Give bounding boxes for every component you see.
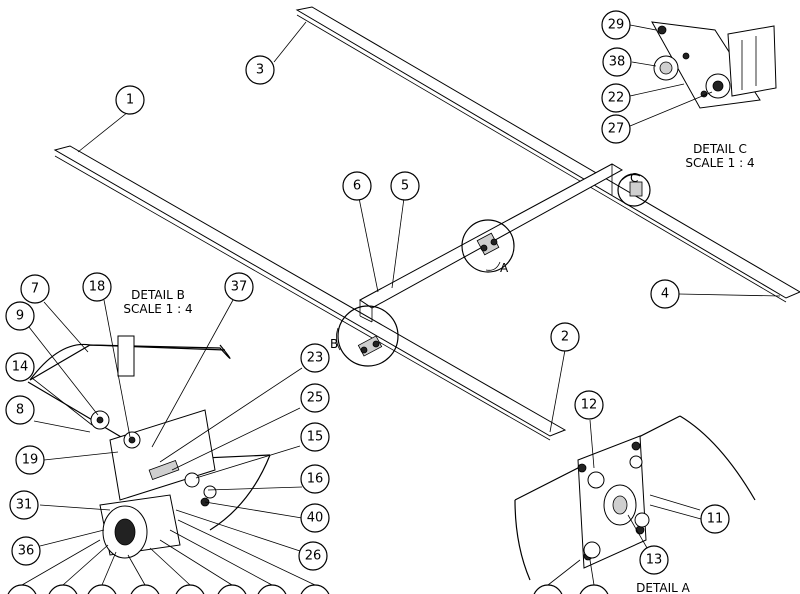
svg-text:9: 9 bbox=[16, 309, 24, 324]
cut-off-balloons bbox=[7, 584, 609, 594]
svg-text:14: 14 bbox=[12, 360, 29, 375]
balloon-38: 38 bbox=[602, 47, 632, 77]
balloon-18: 18 bbox=[82, 272, 112, 302]
svg-text:11: 11 bbox=[707, 512, 724, 527]
balloon-23: 23 bbox=[300, 343, 330, 373]
svg-text:12: 12 bbox=[581, 398, 598, 413]
detail-c-title: DETAIL C bbox=[693, 142, 747, 156]
svg-text:29: 29 bbox=[608, 18, 625, 33]
detail-c-view bbox=[651, 21, 777, 109]
svg-text:3: 3 bbox=[256, 63, 264, 78]
svg-text:18: 18 bbox=[89, 280, 106, 295]
svg-text:15: 15 bbox=[307, 430, 324, 445]
balloon-12: 12 bbox=[574, 390, 604, 420]
svg-text:7: 7 bbox=[31, 282, 39, 297]
balloon-4: 4 bbox=[650, 279, 680, 309]
balloon-26: 26 bbox=[298, 541, 328, 571]
svg-text:2: 2 bbox=[561, 330, 569, 345]
balloon-2: 2 bbox=[550, 322, 580, 352]
detail-b-title: DETAIL B bbox=[131, 288, 185, 302]
balloon-1: 1 bbox=[115, 85, 145, 115]
view-letter-a: A bbox=[500, 261, 509, 275]
svg-text:36: 36 bbox=[18, 544, 35, 559]
detail-circle-a bbox=[461, 219, 515, 273]
view-letter-c: C bbox=[630, 171, 638, 185]
balloon-19: 19 bbox=[15, 445, 45, 475]
detail-circle-c bbox=[617, 173, 651, 207]
balloon-11: 11 bbox=[700, 504, 730, 534]
svg-text:26: 26 bbox=[305, 549, 322, 564]
detail-a-title: DETAIL A bbox=[636, 581, 690, 594]
detail-circle-b bbox=[337, 305, 399, 367]
balloon-25: 25 bbox=[300, 383, 330, 413]
balloon-36: 36 bbox=[11, 536, 41, 566]
detail-c-scale: SCALE 1 : 4 bbox=[685, 156, 754, 170]
balloon-14: 14 bbox=[5, 352, 35, 382]
svg-text:19: 19 bbox=[22, 453, 39, 468]
leader-lines bbox=[21, 21, 781, 586]
svg-text:4: 4 bbox=[661, 287, 669, 302]
balloon-31: 31 bbox=[9, 490, 39, 520]
balloon-37: 37 bbox=[224, 272, 254, 302]
main-assembly: A B C bbox=[53, 6, 800, 441]
svg-text:1: 1 bbox=[126, 93, 134, 108]
svg-text:31: 31 bbox=[16, 498, 33, 513]
svg-text:37: 37 bbox=[231, 280, 248, 295]
bar-1 bbox=[53, 145, 567, 437]
svg-text:23: 23 bbox=[307, 351, 324, 366]
svg-text:22: 22 bbox=[608, 91, 625, 106]
svg-text:25: 25 bbox=[307, 391, 324, 406]
balloon-29: 29 bbox=[601, 10, 631, 40]
svg-text:5: 5 bbox=[401, 179, 409, 194]
balloon-5: 5 bbox=[390, 171, 420, 201]
balloon-15: 15 bbox=[300, 422, 330, 452]
balloon-22: 22 bbox=[601, 83, 631, 113]
svg-text:6: 6 bbox=[353, 179, 361, 194]
balloon-40: 40 bbox=[300, 503, 330, 533]
view-letter-b: B bbox=[330, 337, 338, 351]
svg-text:40: 40 bbox=[307, 511, 324, 526]
balloon-8: 8 bbox=[5, 395, 35, 425]
balloon-27: 27 bbox=[601, 114, 631, 144]
detail-a-view bbox=[514, 415, 756, 581]
balloon-3: 3 bbox=[245, 55, 275, 85]
svg-text:27: 27 bbox=[608, 122, 625, 137]
balloon-13: 13 bbox=[639, 545, 669, 575]
svg-text:38: 38 bbox=[609, 55, 626, 70]
balloon-6: 6 bbox=[342, 171, 372, 201]
detail-b-view bbox=[27, 335, 271, 559]
detail-b-scale: SCALE 1 : 4 bbox=[123, 302, 192, 316]
balloon-9: 9 bbox=[5, 301, 35, 331]
svg-text:8: 8 bbox=[16, 403, 24, 418]
balloon-16: 16 bbox=[300, 464, 330, 494]
balloon-7: 7 bbox=[20, 274, 50, 304]
svg-text:16: 16 bbox=[307, 472, 324, 487]
svg-text:13: 13 bbox=[646, 553, 663, 568]
